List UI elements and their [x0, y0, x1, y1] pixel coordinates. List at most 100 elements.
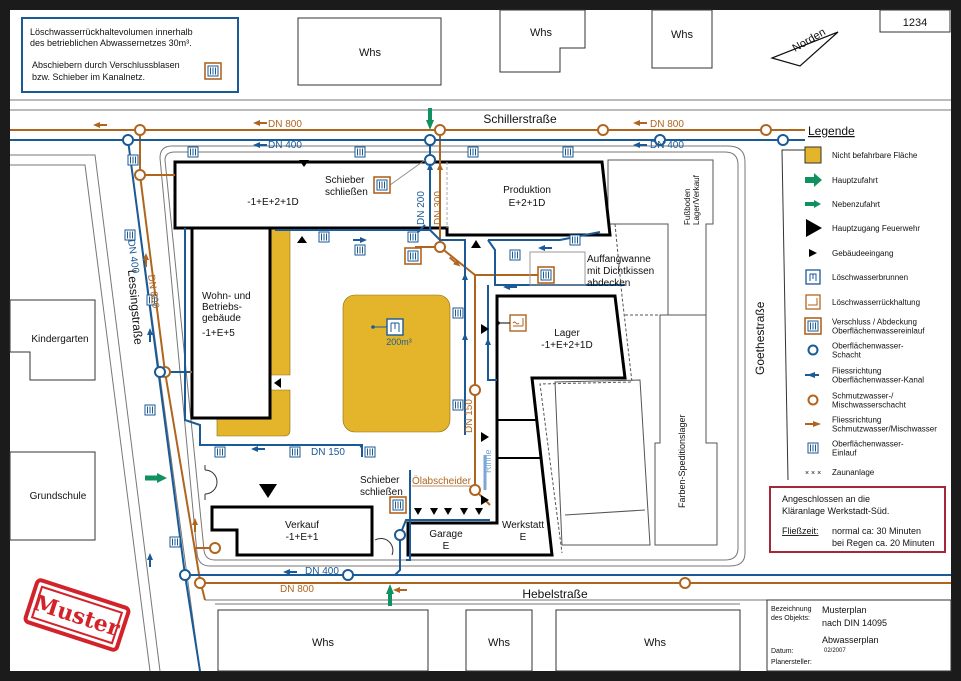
- surface-manhole-icon: [122, 134, 134, 146]
- grundschule-label: Grundschule: [30, 491, 87, 502]
- connection-text: Kläranlage Werkstadt-Süd.: [782, 506, 889, 516]
- legend-label: Oberflächenwasser-Kanal: [832, 376, 924, 385]
- sewer-manhole-icon: [597, 124, 609, 136]
- legend: Legende Nicht befahrbare FlächeHauptzufa…: [781, 124, 937, 481]
- street-lessingstrasse: Lessingstraße: [125, 269, 146, 346]
- legend-item: Nicht befahrbare Fläche: [804, 146, 918, 164]
- entrance-icon: [444, 508, 452, 515]
- surface-manhole-icon: [424, 134, 436, 146]
- entrance-icon: [297, 236, 307, 243]
- surface-inlet-icon: [354, 244, 366, 256]
- valve-icon: [374, 177, 390, 193]
- wohn-floors: -1+E+5: [202, 328, 235, 339]
- entrance-icon: [481, 495, 489, 505]
- surface-inlet-icon: [364, 446, 376, 458]
- arrow-shaft: [448, 256, 456, 263]
- surface-inlet-icon: [452, 307, 464, 319]
- north-arrow-icon: [770, 31, 839, 67]
- surface-inlet-icon: [187, 146, 199, 158]
- legend-label: Gebäudeeingang: [832, 249, 893, 258]
- arrow-head: [147, 328, 153, 335]
- building-main-produktion: [173, 160, 612, 237]
- legend-label: Verschluss / Abdeckung: [832, 318, 917, 327]
- connection-text: Angeschlossen an die: [782, 494, 870, 504]
- flow-arrow-icon: [283, 569, 297, 575]
- non-drivable-areas: [216, 227, 451, 437]
- legend-item: × × ×Zaunanlage: [805, 468, 875, 477]
- flow-arrow-icon: [633, 120, 647, 126]
- flow-arrow-icon: [437, 163, 443, 177]
- main-building-floors: -1+E+2+1D: [247, 197, 298, 208]
- sewer-manhole-icon: [679, 577, 691, 589]
- entrance-icon: [809, 249, 817, 257]
- building-whs-2: [499, 9, 586, 73]
- legend-label: Schacht: [832, 351, 862, 360]
- sewer-manhole-icon: [469, 384, 481, 396]
- whs-label: Whs: [488, 637, 511, 649]
- pipe-symbols: [93, 108, 789, 606]
- fire-water-retention-icon: [496, 314, 527, 332]
- flow-time-label: Fließzeit:: [782, 526, 819, 536]
- gutter-label: Rinne: [483, 449, 493, 473]
- farben-label: Farben-Speditionslager: [677, 414, 687, 508]
- garage-floors: E: [443, 541, 450, 552]
- legend-label: Fliessrichtung: [832, 416, 881, 425]
- surface-inlet-icon: [452, 399, 464, 411]
- arrow-head: [437, 163, 443, 170]
- surface-inlet-icon: [318, 231, 330, 243]
- arrow-shaft: [428, 108, 432, 120]
- title-label: Bezeichnung: [771, 606, 812, 613]
- building-wohn: [190, 226, 272, 420]
- oelabscheider-label: Ölabscheider: [412, 475, 472, 487]
- arrow-head: [462, 273, 468, 280]
- legend-label: Oberflächenwasser-: [832, 342, 904, 351]
- arrow-shaft: [145, 475, 157, 481]
- sewer-manhole-icon: [434, 241, 446, 253]
- neighbour-buildings-west: [9, 299, 96, 541]
- arrow-head: [633, 120, 640, 126]
- gate-icon: [204, 465, 218, 500]
- pipe-label-dn400: DN 400: [650, 140, 684, 151]
- produktion-label: Produktion: [503, 185, 551, 196]
- neighbour-buildings-north: [297, 9, 713, 86]
- surface-inlet-icon: [169, 536, 181, 548]
- pipe-label-dn400: DN 400: [125, 239, 141, 275]
- legend-item: Hauptzufahrt: [805, 173, 879, 187]
- sewer-manhole-icon: [434, 124, 446, 136]
- arrow-head: [143, 253, 149, 260]
- flow-arrow-icon: [485, 338, 491, 352]
- legend-title: Legende: [808, 124, 855, 138]
- site-buildings: [173, 160, 627, 557]
- flow-arrow-icon: [393, 587, 407, 593]
- arrow-head: [538, 245, 545, 251]
- legend-label: Nebenzufahrt: [832, 200, 881, 209]
- plan-number: 1234: [903, 17, 927, 29]
- surface-inlet-icon: [569, 234, 581, 246]
- surface-inlet-icon: [354, 146, 366, 158]
- entrance-icon: [475, 508, 483, 515]
- pipe-label-dn400: DN 400: [268, 140, 302, 151]
- arrow-shaft: [388, 594, 392, 606]
- arrow-head: [453, 259, 461, 267]
- flow-arrow-icon: [143, 253, 149, 267]
- building-whs-1: [297, 17, 442, 86]
- fire-water-well-icon: [371, 318, 404, 336]
- flow-arrow-icon: [253, 120, 267, 126]
- title-block: Bezeichnung des Objekts: Musterplan nach…: [766, 599, 952, 672]
- side-access-icon: [814, 200, 821, 208]
- legend-label: Schmutzwasser-/: [832, 392, 894, 401]
- arrow-head: [462, 333, 468, 340]
- sewer-manhole-icon: [194, 577, 206, 589]
- legend-label: Zaunanlage: [832, 468, 875, 477]
- wohn-label: Betriebs-: [202, 302, 242, 313]
- surface-inlet-icon: [407, 231, 419, 243]
- valve-icon: [390, 497, 406, 513]
- non-drivable-swatch: [804, 146, 822, 164]
- flow-arrow-icon: [503, 284, 517, 290]
- surface-manhole-icon: [342, 569, 354, 581]
- arrow-head: [93, 122, 100, 128]
- sheet: [10, 10, 951, 671]
- surface-inlet-icon: [807, 442, 819, 454]
